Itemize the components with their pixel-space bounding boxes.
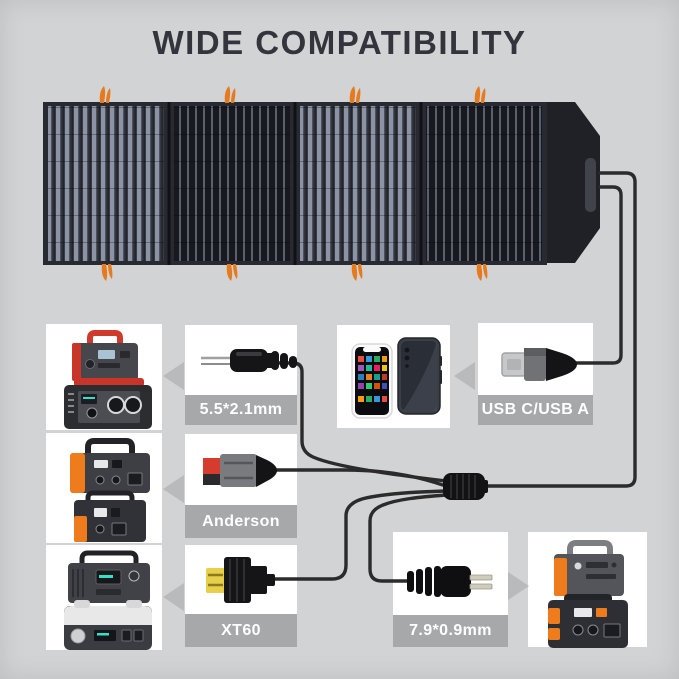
arrow-left-icon	[163, 583, 184, 611]
card-power-stations-row2	[46, 433, 162, 543]
panel-hooks	[99, 86, 488, 281]
splitter-icon	[443, 473, 488, 500]
card-power-stations-row3-right	[528, 532, 647, 647]
card-white-area	[46, 324, 162, 430]
page-title: WIDE COMPATIBILITY	[152, 24, 527, 61]
card-smartphones	[337, 325, 450, 428]
card-white-area	[185, 545, 297, 614]
card-white-area	[46, 545, 162, 650]
arrow-right-icon	[508, 572, 529, 600]
label-xt60: XT60	[185, 614, 297, 647]
card-connector-dc79: 7.9*0.9mm	[393, 532, 508, 647]
card-white-area	[393, 532, 508, 615]
label-anderson: Anderson	[185, 505, 297, 538]
arrow-left-icon	[454, 362, 475, 390]
card-white-area	[337, 325, 450, 428]
panel-cover-flap	[547, 102, 600, 263]
label-usb: USB C/USB A	[478, 395, 593, 425]
card-connector-xt60: XT60	[185, 545, 297, 647]
card-white-area	[478, 323, 593, 395]
solar-panel	[43, 86, 600, 281]
cable-anderson	[274, 468, 448, 488]
arrow-left-icon	[163, 475, 184, 503]
card-white-area	[185, 434, 297, 505]
card-connector-anderson: Anderson	[185, 434, 297, 538]
label-dc55: 5.5*2.1mm	[185, 395, 297, 425]
card-power-stations-row3	[46, 545, 162, 650]
card-white-area	[46, 433, 162, 543]
card-white-area	[528, 532, 647, 647]
card-white-area	[185, 325, 297, 395]
card-connector-usb: USB C/USB A	[478, 323, 593, 425]
card-power-stations-row1	[46, 324, 162, 430]
label-dc79: 7.9*0.9mm	[393, 615, 508, 647]
card-connector-dc55: 5.5*2.1mm	[185, 325, 297, 425]
arrow-left-icon	[163, 362, 184, 390]
